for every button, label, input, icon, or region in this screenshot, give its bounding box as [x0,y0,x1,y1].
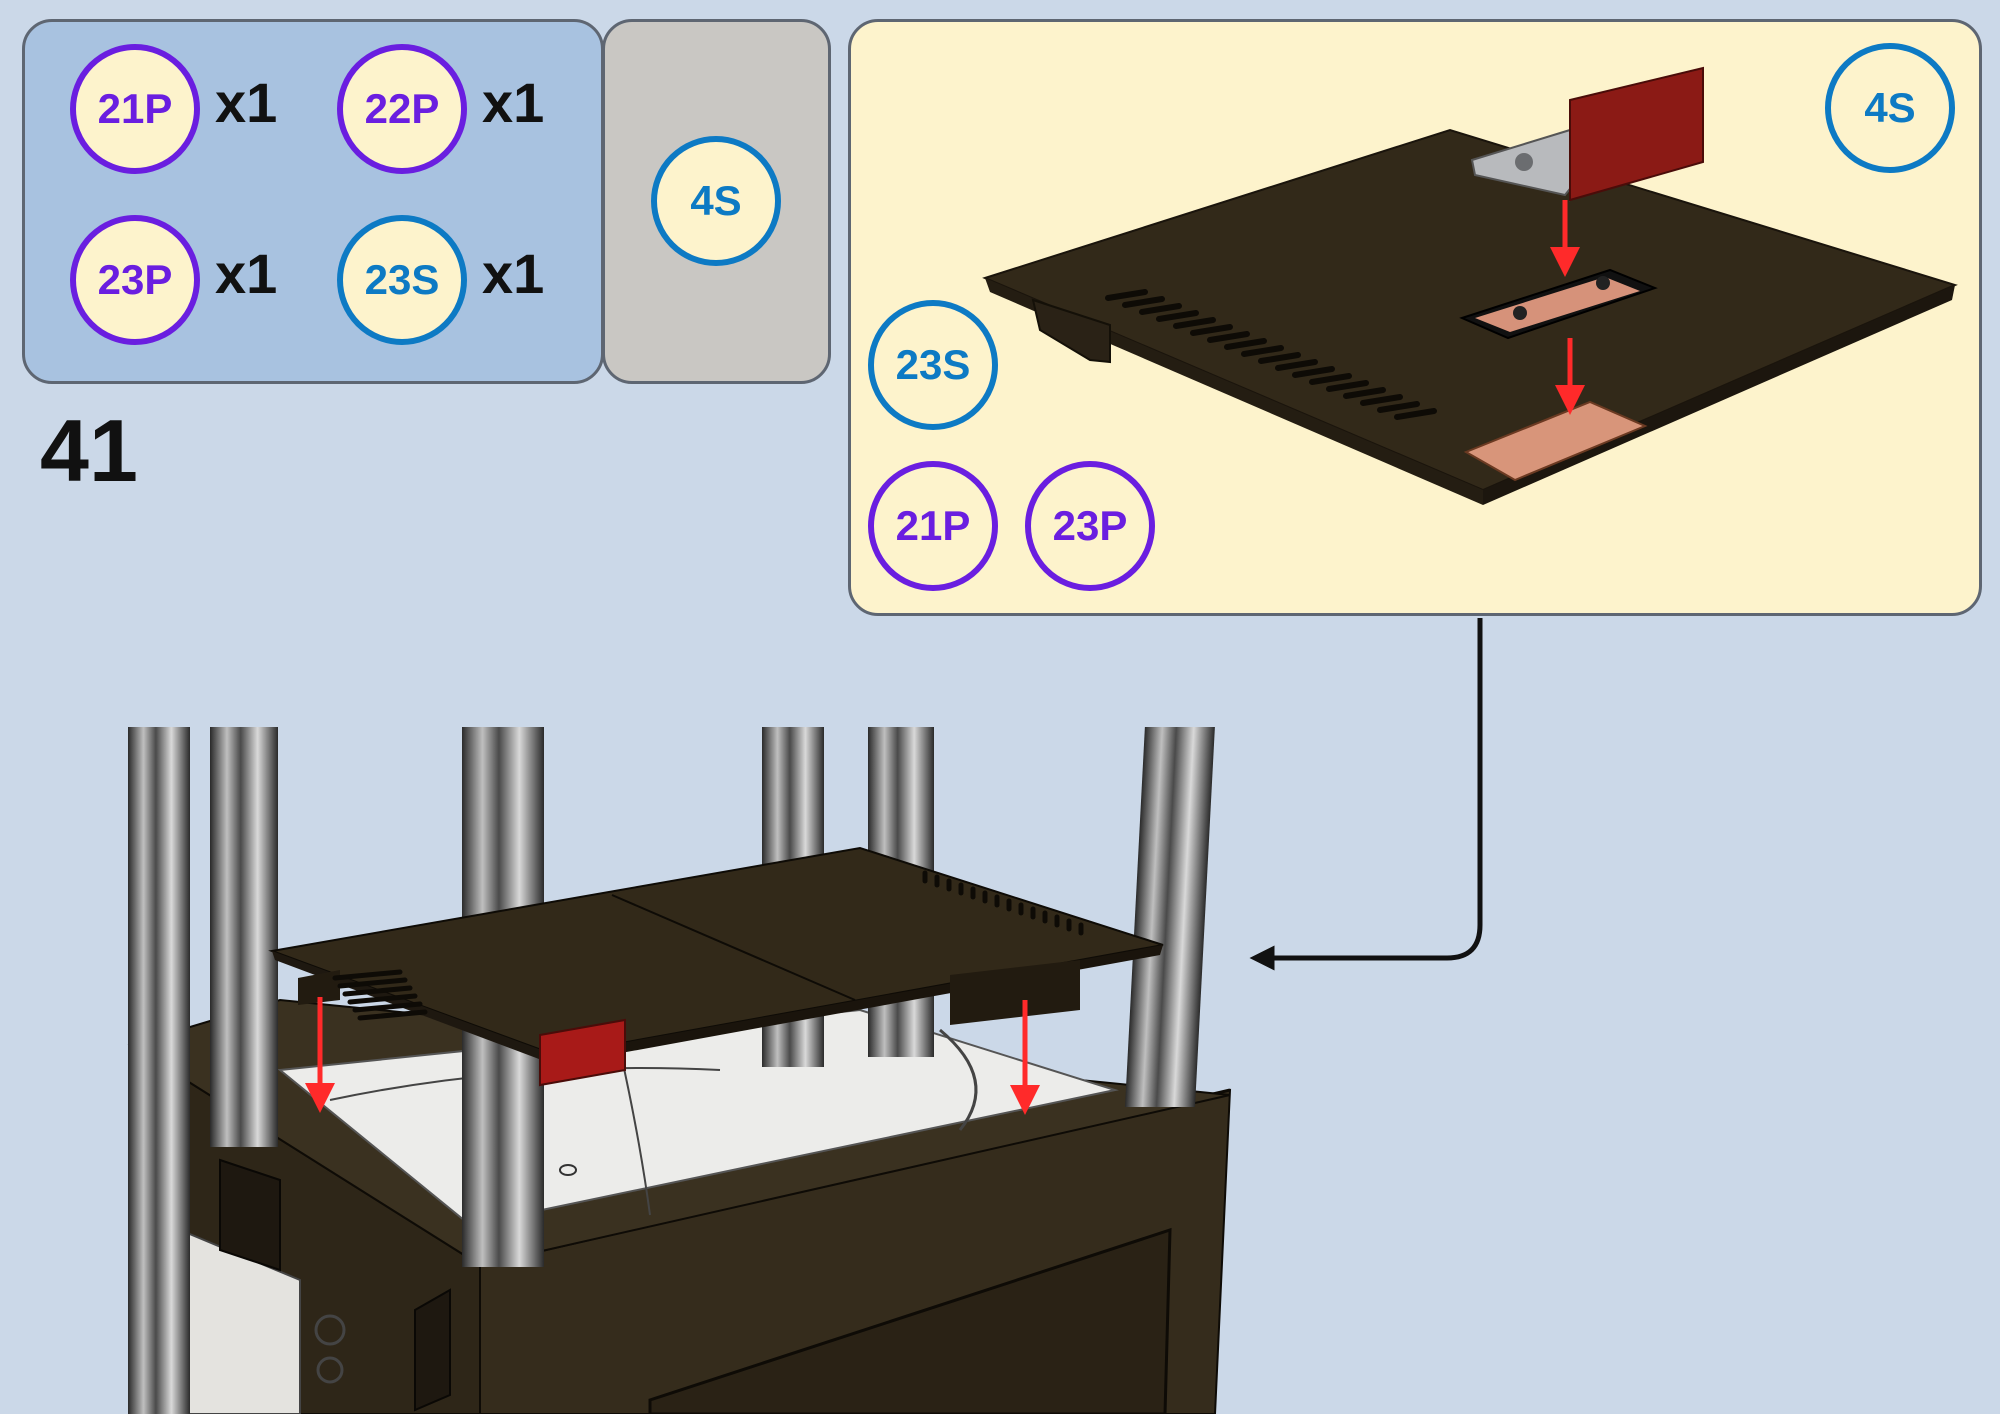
tool-panel: 4S [602,19,831,384]
part-badge-22p: 22P [337,44,467,174]
tool-badge-4s: 4S [651,136,781,266]
part-qty-22p: x1 [482,71,545,134]
main-top-plate [268,846,1164,1087]
part-qty-23s: x1 [482,242,545,305]
step-number: 41 [40,401,138,500]
part-qty-21p: x1 [215,71,278,134]
enclosure-frame [127,998,1232,1414]
detail-part-badge-23p: 23P [1025,461,1155,591]
part-badge-23p: 23P [70,215,200,345]
part-qty-23p: x1 [215,242,278,305]
part-badge-21p: 21P [70,44,200,174]
detail-part-badge-23s: 23S [868,300,998,430]
detail-angle-bracket [1470,66,1704,202]
parts-list-panel: 21P x1 22P x1 23P x1 23S x1 [22,19,604,384]
callout-connector-arrow [1249,618,1483,971]
main-vent-slots [332,870,1084,1021]
detail-copper-recess [1463,400,1648,482]
detail-part-badge-21p: 21P [868,461,998,591]
detail-sensor-holder [1459,268,1658,340]
part-badge-23s: 23S [337,215,467,345]
detail-tool-badge-4s: 4S [1825,43,1955,173]
detail-top-panel [982,128,1958,505]
detail-vent-slots [1105,289,1437,420]
